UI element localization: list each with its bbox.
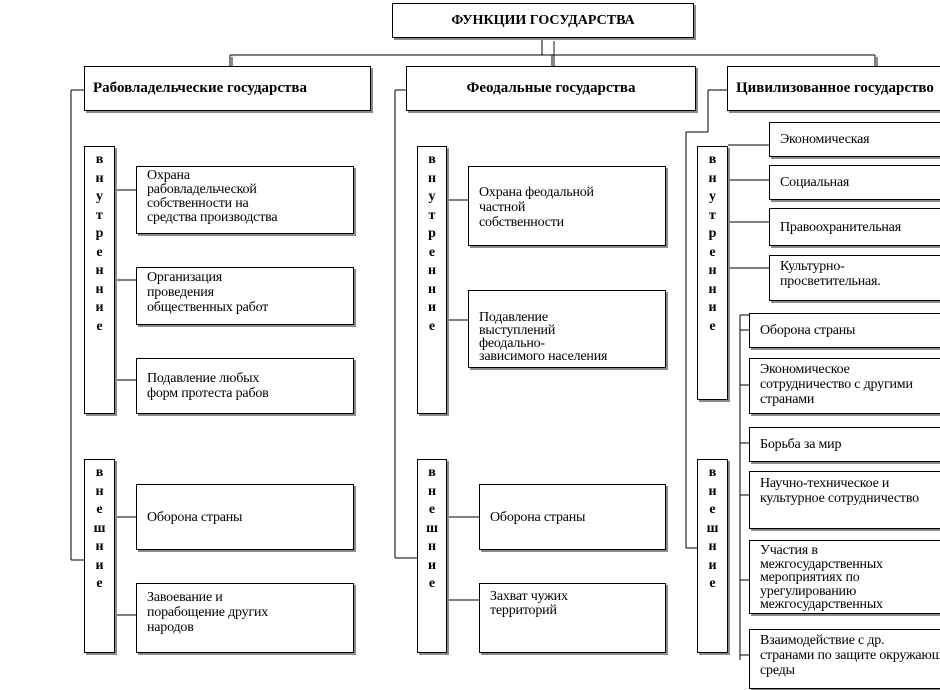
heading-slave-states: Рабовладельческие государства <box>84 66 371 111</box>
function-box: Оборона страны <box>749 313 940 348</box>
function-box: Социальная <box>769 165 940 200</box>
heading-civilized-state: Цивилизованное государство <box>727 66 940 111</box>
function-box: Оборона страны <box>479 484 666 550</box>
function-box: Экономическая <box>769 122 940 157</box>
function-box: Культурно-просветительная. <box>769 255 940 301</box>
heading-feudal-states: Феодальные государства <box>406 66 696 111</box>
function-box: Оборона страны <box>136 484 354 550</box>
function-box: Борьба за мир <box>749 427 940 462</box>
function-box: Правоохранительная <box>769 208 940 246</box>
function-box: Взаимодействие с др.странами по защите о… <box>749 629 940 689</box>
diagram-title: ФУНКЦИИ ГОСУДАРСТВА <box>392 3 694 38</box>
